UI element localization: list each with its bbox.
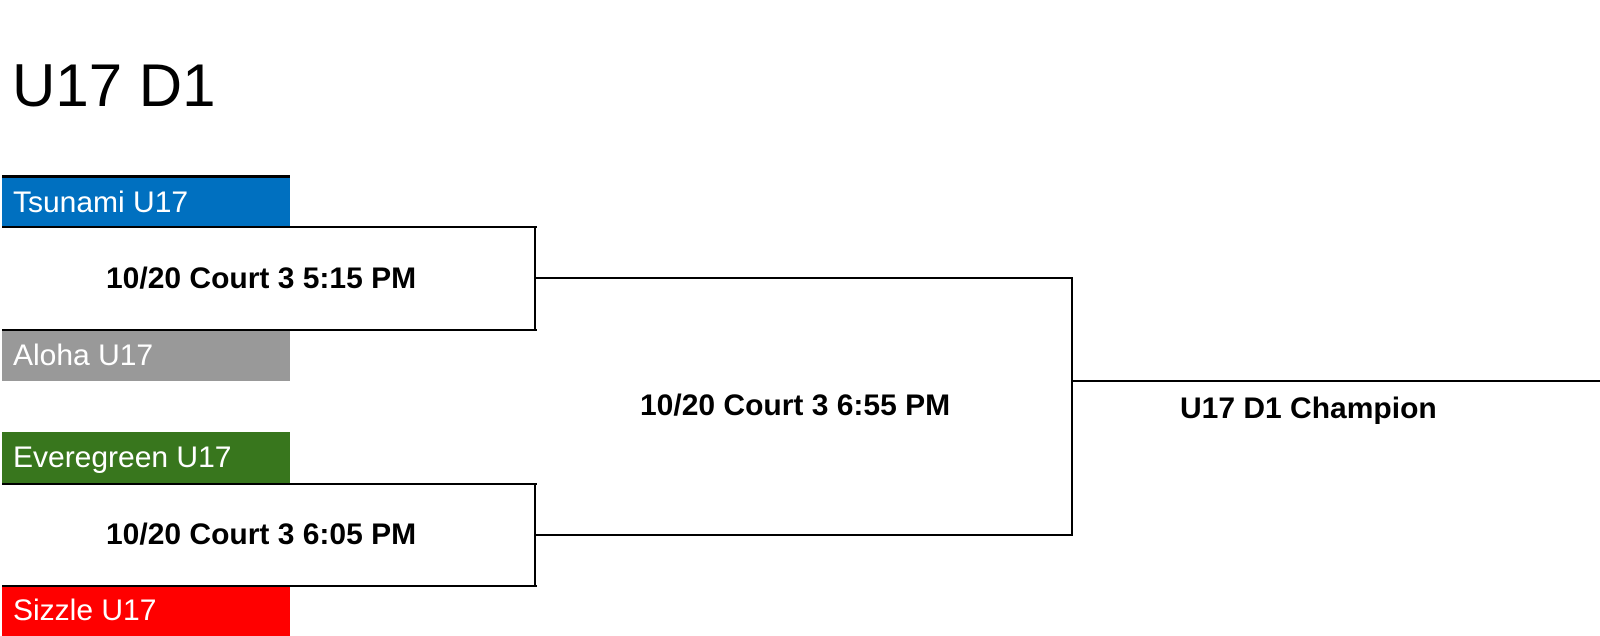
team-name-2: Aloha U17	[13, 339, 154, 372]
match-1-connector	[534, 277, 1073, 279]
team-box-3: Everegreen U17	[2, 432, 290, 484]
bracket-title: U17 D1	[12, 52, 216, 119]
match-1-label: 10/20 Court 3 5:15 PM	[106, 262, 417, 295]
final-vertical-line	[1071, 277, 1073, 536]
match-1-top-line	[2, 226, 537, 228]
team-name-4: Sizzle U17	[13, 594, 157, 627]
team-box-1: Tsunami U17	[2, 175, 290, 227]
final-match-label: 10/20 Court 3 6:55 PM	[640, 389, 951, 422]
team-box-2: Aloha U17	[2, 331, 290, 381]
team-name-1: Tsunami U17	[13, 185, 189, 219]
match-2-top-line	[2, 483, 537, 485]
team-box-4: Sizzle U17	[2, 586, 290, 636]
match-1-bottom-line	[2, 329, 537, 331]
match-2-connector	[534, 534, 1073, 536]
champion-line	[1071, 380, 1600, 382]
match-2-bottom-line	[2, 585, 537, 587]
team-name-3: Everegreen U17	[13, 441, 232, 474]
champion-label: U17 D1 Champion	[1180, 392, 1437, 425]
match-2-label: 10/20 Court 3 6:05 PM	[106, 518, 417, 551]
